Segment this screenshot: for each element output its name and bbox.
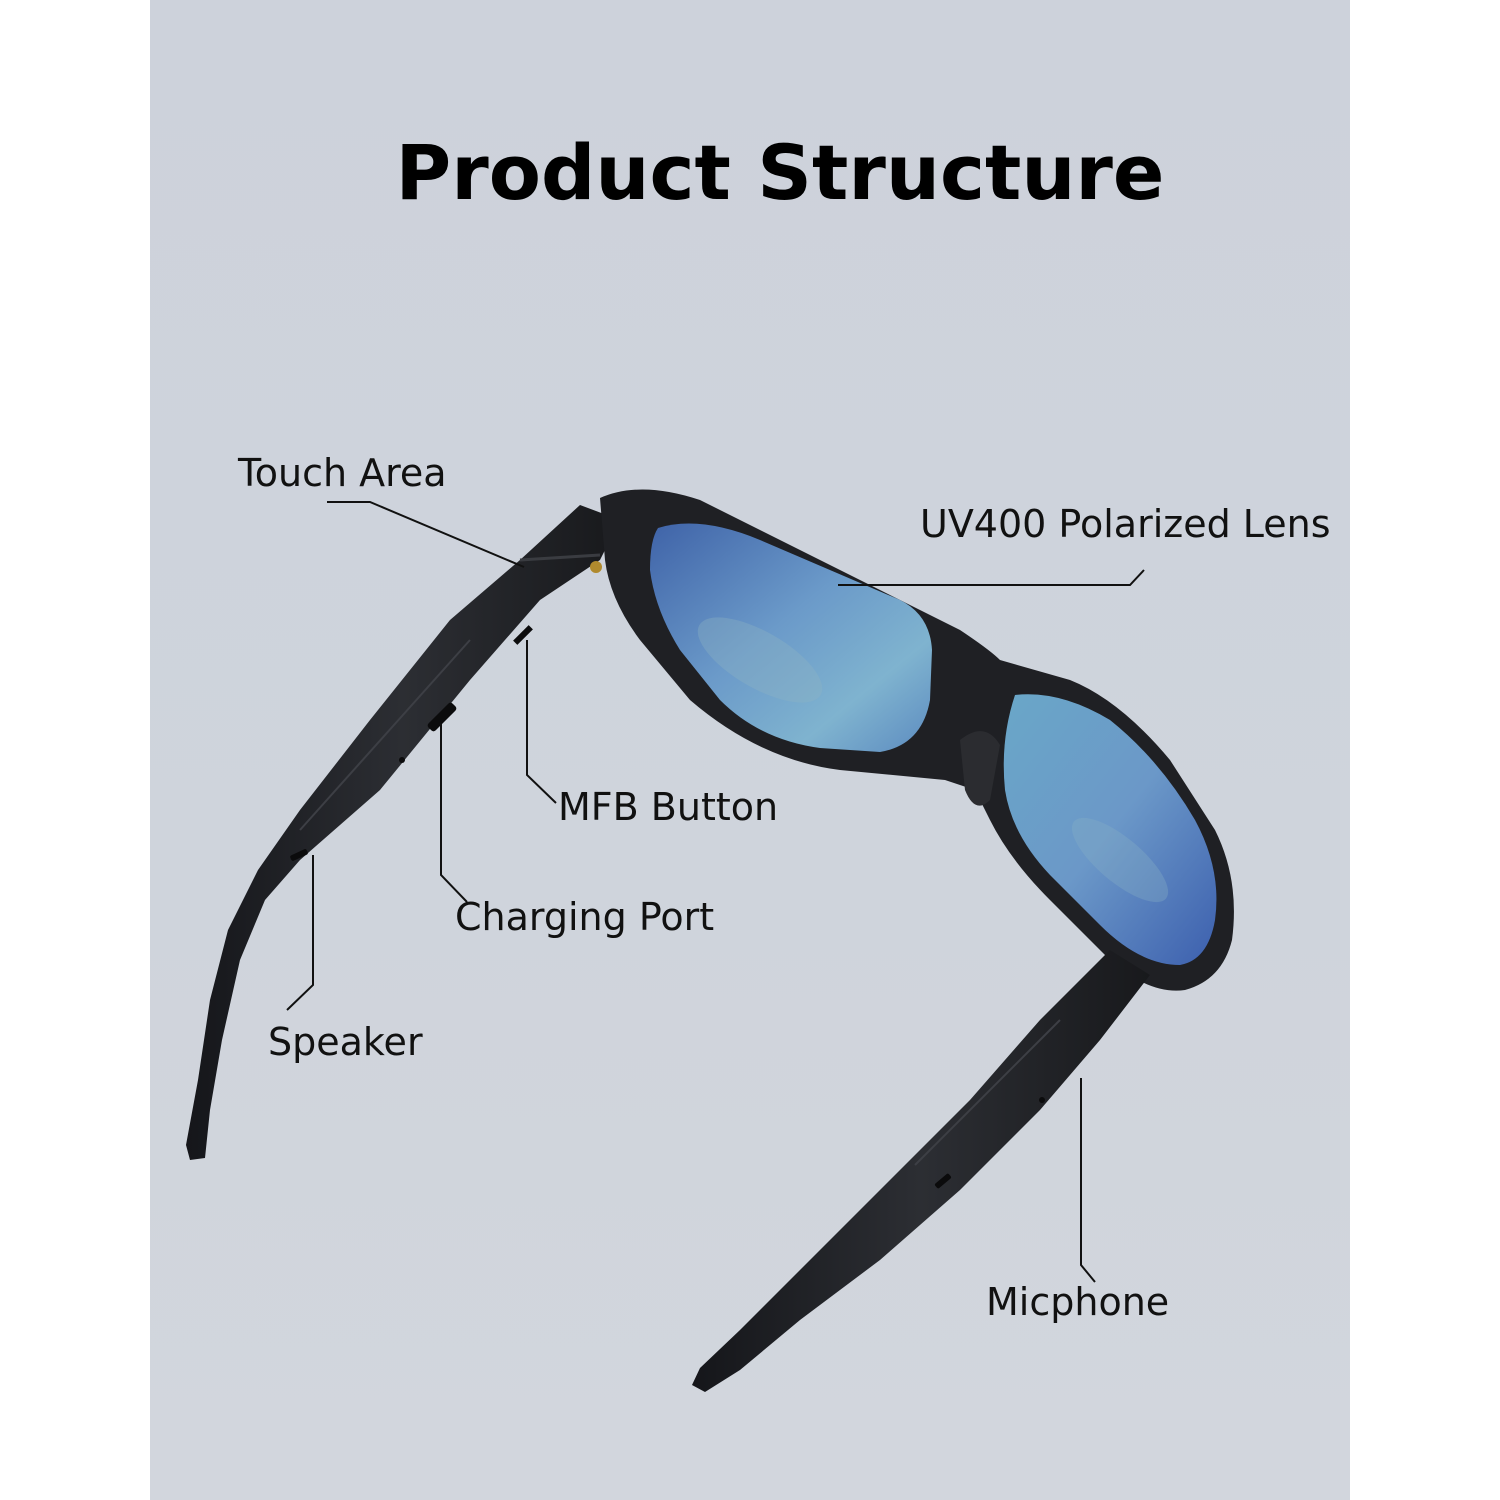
microphone-slot [934,1173,952,1189]
left-temple-arm [186,505,620,1160]
hinge-screw [590,561,602,573]
charging-port-slot [427,702,457,732]
label-speaker: Speaker [268,1020,423,1064]
speaker-slot [290,849,308,861]
leader-charging-port [440,724,468,903]
right-temple-arm [692,950,1150,1392]
leader-lens [838,569,1145,586]
leader-speaker [286,855,314,1011]
label-lens: UV400 Polarized Lens [920,502,1331,546]
label-mfb-button: MFB Button [558,785,779,829]
leader-mfb-button [526,640,557,804]
label-charging-port: Charging Port [455,895,715,939]
leader-touch-area [327,501,525,568]
leader-microphone [1080,1078,1096,1283]
page-title: Product Structure [395,128,1165,217]
leader-lines [286,501,1145,1283]
mfb-button-slot [513,625,533,645]
label-microphone: Micphone [986,1280,1170,1324]
lens-left [650,523,932,752]
label-touch-area: Touch Area [238,451,447,495]
lens-right [1003,694,1217,965]
